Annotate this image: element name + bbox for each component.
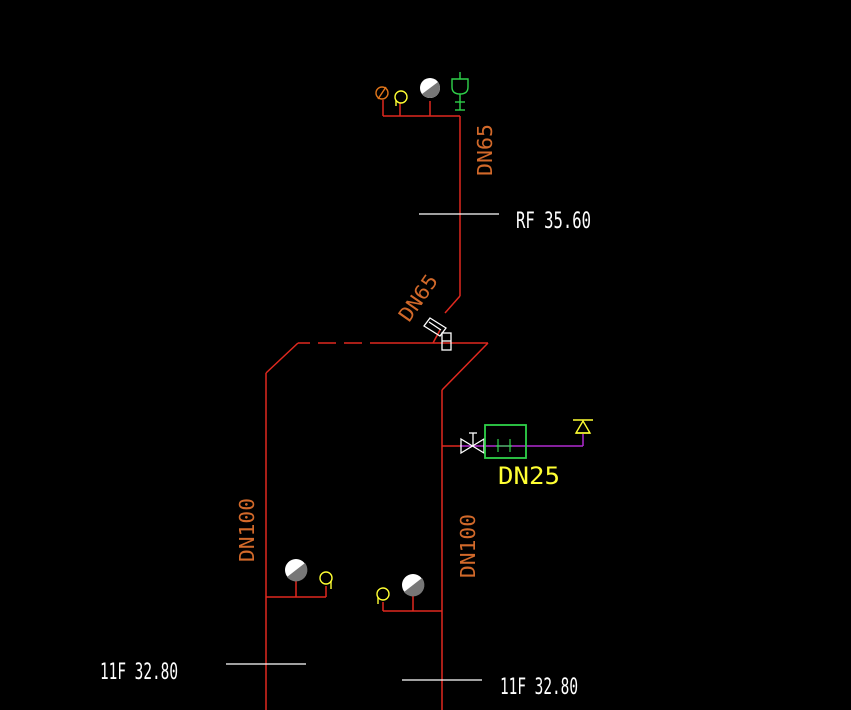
diag-upper — [444, 295, 461, 314]
pressure-gauge-icon — [420, 78, 440, 98]
diag-lower — [432, 329, 441, 344]
meter-box-icon — [484, 424, 527, 459]
pressure-tap-icon — [319, 571, 333, 589]
drain-funnel-icon — [573, 419, 593, 434]
check-valve-icon — [423, 317, 452, 351]
pressure-tap-icon — [394, 90, 408, 106]
pressure-gauge-icon — [402, 574, 425, 597]
floor-level-label-left: 11F 32.80 — [100, 660, 178, 685]
right-gauge-group — [376, 574, 425, 604]
diag-pipe-label: DN65 — [393, 270, 442, 326]
top-instruments — [375, 72, 469, 111]
roof-level-label: RF 35.60 — [516, 209, 591, 234]
loop-left-diag — [265, 342, 299, 374]
top-pipe-label: DN65 — [473, 124, 497, 176]
loop-right-diag — [441, 342, 489, 391]
pressure-gauge-icon — [285, 559, 308, 582]
floor-level-label-right: 11F 32.80 — [500, 675, 578, 700]
left-gauge-group — [285, 559, 333, 589]
left-pipe-label: DN100 — [235, 498, 259, 562]
pressure-tap-icon — [376, 587, 390, 604]
air-vent-icon — [451, 72, 469, 111]
pipe-network — [265, 100, 489, 710]
gate-valve-icon — [460, 432, 485, 455]
thermometer-icon — [375, 86, 389, 100]
right-pipe-label: DN100 — [456, 514, 480, 578]
branch-assembly — [460, 419, 593, 459]
branch-pipe-label: DN25 — [498, 462, 560, 490]
